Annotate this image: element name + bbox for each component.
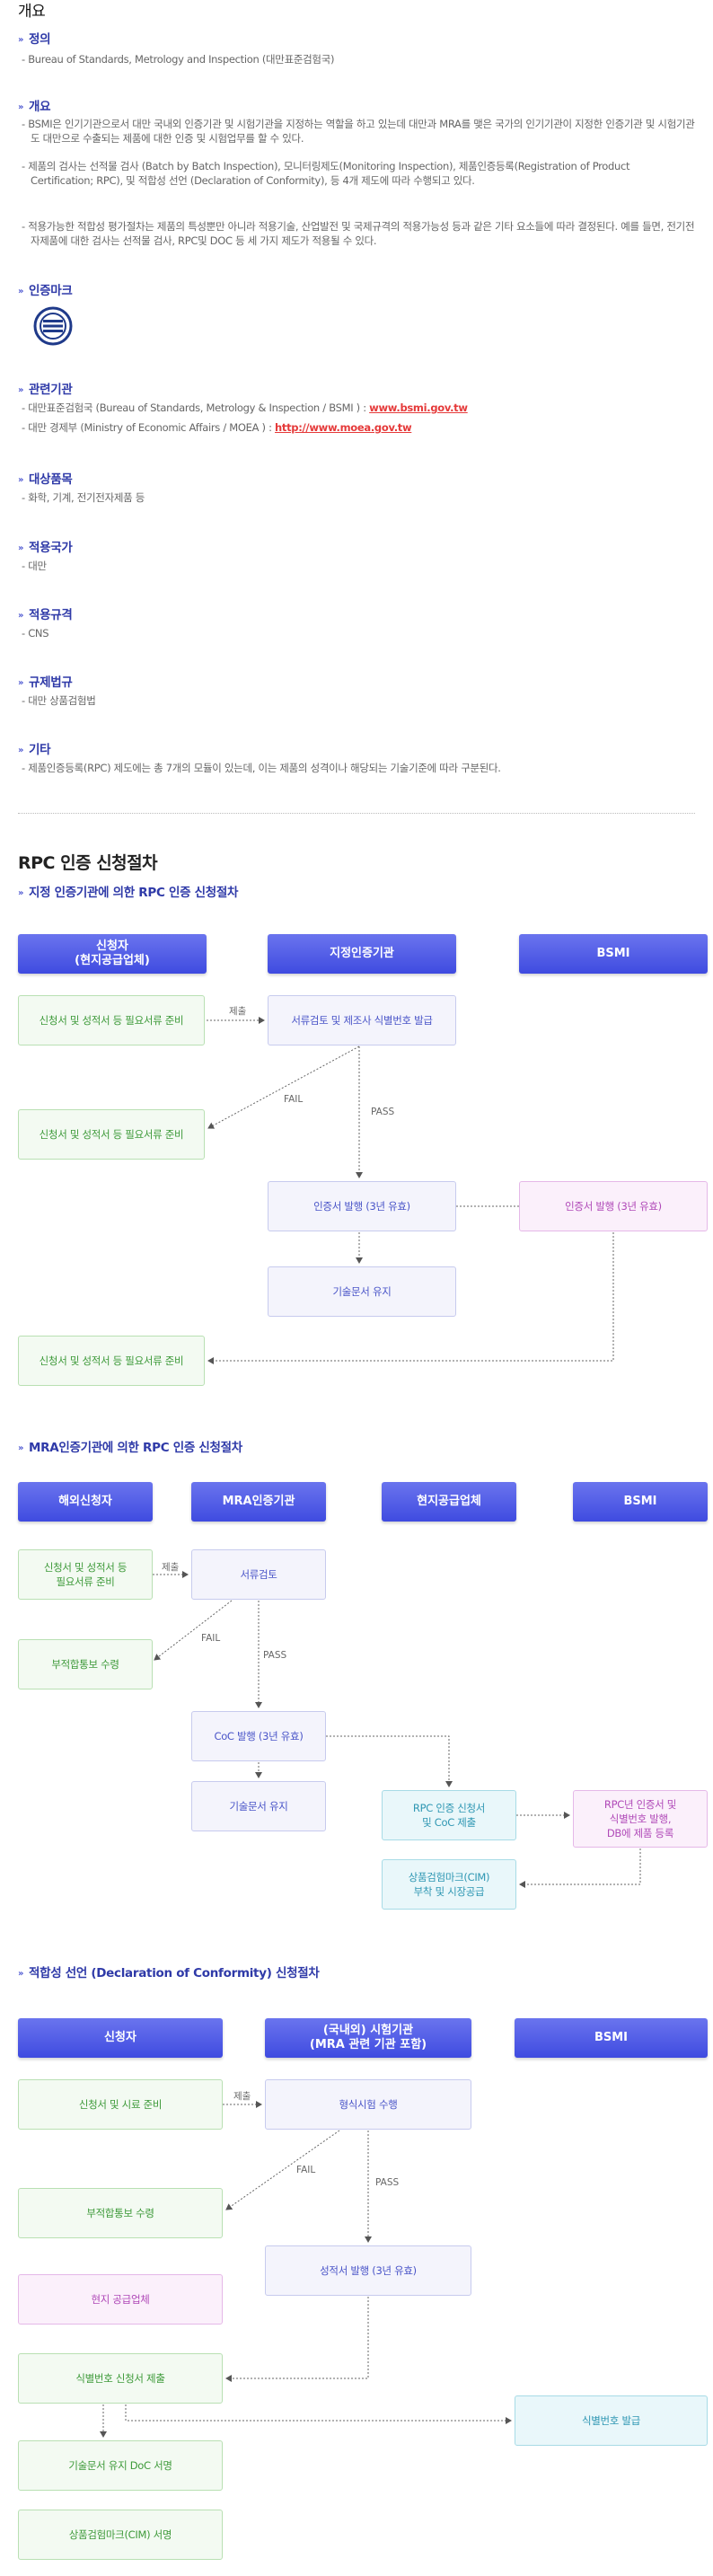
flow3-box-doc-sign: 기술문서 유지 DoC 서명	[18, 2440, 223, 2491]
flow1-label-pass: PASS	[371, 1107, 395, 1117]
flow1-header-designated-body: 지정인증기관	[268, 934, 456, 974]
flow1-header-applicant: 신청자 (현지공급업체)	[18, 934, 207, 974]
bsmi-website-link[interactable]: www.bsmi.gov.tw	[369, 401, 468, 414]
flow2-box-apply: 신청서 및 성적서 등 필요서류 준비	[18, 1549, 153, 1600]
flow1-header-bsmi: BSMI	[519, 934, 708, 974]
flow3-header-applicant: 신청자	[18, 2018, 223, 2058]
section-heading-overview: »개요	[18, 100, 51, 114]
section-heading-regulation: »규제법규	[18, 675, 73, 690]
section-heading-standard: »적용규격	[18, 608, 73, 622]
flow3-box-id-apply: 식별번호 신청서 제출	[18, 2353, 223, 2404]
arrow-icon	[225, 2130, 340, 2210]
section-heading-agencies: »관련기관	[18, 383, 73, 397]
country-line: - 대만	[22, 560, 47, 572]
flow3-box-report-issue: 성적서 발행 (3년 유효)	[265, 2245, 471, 2296]
overview-line-2: - 제품의 검사는 선적물 검사 (Batch by Batch Inspect…	[22, 160, 630, 187]
flow2-label-submit: 제출	[162, 1562, 180, 1573]
flow1-label-submit: 제출	[229, 1006, 247, 1017]
flow1-box-bsmi-cert-issue: 인증서 발행 (3년 유효)	[519, 1181, 708, 1231]
etc-line: - 제품인증등록(RPC) 제도에는 총 7개의 모듈이 있는데, 이는 제품의…	[22, 762, 501, 774]
flow1-box-apply-2: 신청서 및 성적서 등 필요서류 준비	[18, 1109, 205, 1160]
definition-line: - Bureau of Standards, Metrology and Ins…	[22, 53, 335, 66]
section-marker-icon: »	[18, 888, 24, 898]
flow2-heading: »MRA인증기관에 의한 RPC 인증 신청절차	[18, 1441, 242, 1455]
section-marker-icon: »	[18, 1969, 24, 1979]
moea-website-link[interactable]: http://www.moea.gov.tw	[275, 421, 412, 434]
flow1-box-cert-issue: 인증서 발행 (3년 유효)	[268, 1181, 456, 1231]
section-marker-icon: »	[18, 1443, 24, 1453]
flow2-box-nonconform: 부적합통보 수령	[18, 1639, 153, 1689]
regulation-line: - 대만 상품검험법	[22, 694, 96, 707]
page-title: 개요	[18, 3, 46, 21]
flow3-box-type-test: 형식시험 수행	[265, 2079, 471, 2130]
section-marker-icon: »	[18, 543, 24, 553]
section-heading-cert-mark: »인증마크	[18, 284, 73, 298]
agency-line-moea: - 대만 경제부 (Ministry of Economic Affairs /…	[22, 421, 412, 434]
agency-line-bsmi: - 대만표준검험국 (Bureau of Standards, Metrolog…	[22, 401, 468, 414]
flow2-header-local-supplier: 현지공급업체	[382, 1482, 516, 1522]
section-heading-products: »대상품목	[18, 472, 73, 487]
section-marker-icon: »	[18, 35, 24, 45]
arrow-icon	[125, 2404, 512, 2424]
flow2-box-review: 서류검토	[191, 1549, 326, 1600]
arrow-icon	[225, 2297, 369, 2382]
flow3-box-local-supplier: 현지 공급업체	[18, 2274, 223, 2325]
flow3-label-submit: 제출	[233, 2091, 251, 2102]
procedure-title: RPC 인증 신청절차	[18, 853, 158, 873]
section-marker-icon: »	[18, 385, 24, 395]
arrow-icon	[519, 1848, 641, 1888]
section-marker-icon: »	[18, 678, 24, 688]
section-divider	[18, 813, 695, 814]
arrow-icon	[154, 1600, 233, 1661]
flow2-box-coc-issue: CoC 발행 (3년 유효)	[191, 1711, 326, 1761]
arrow-icon	[207, 1232, 614, 1364]
flow3-box-id-issue: 식별번호 발급	[515, 2395, 708, 2446]
section-marker-icon: »	[18, 611, 24, 621]
flow3-label-fail: FAIL	[296, 2165, 316, 2175]
flow2-label-pass: PASS	[263, 1650, 287, 1661]
flow1-box-keep-docs: 기술문서 유지	[268, 1266, 456, 1317]
flow1-box-apply-1: 신청서 및 성적서 등 필요서류 준비	[18, 995, 205, 1045]
flow3-heading: »적합성 선언 (Declaration of Conformity) 신청절차	[18, 1966, 320, 1981]
flow1-box-apply-3: 신청서 및 성적서 등 필요서류 준비	[18, 1336, 205, 1386]
products-line: - 화학, 기계, 전기전자제품 등	[22, 491, 145, 504]
flow2-label-fail: FAIL	[201, 1633, 221, 1644]
flow1-heading: »지정 인증기관에 의한 RPC 인증 신청절차	[18, 886, 239, 900]
section-marker-icon: »	[18, 475, 24, 485]
flow2-box-rpc-apply: RPC 인증 신청서 및 CoC 제출	[382, 1790, 516, 1840]
flow3-box-apply: 신청서 및 시료 준비	[18, 2079, 223, 2130]
flow2-box-keep-docs: 기술문서 유지	[191, 1781, 326, 1831]
flow2-box-bsmi-issue: RPC년 인증서 및 식별번호 발행, DB에 제품 등록	[573, 1790, 708, 1848]
flow3-box-cim-sign: 상품검험마크(CIM) 서명	[18, 2510, 223, 2560]
section-marker-icon: »	[18, 102, 24, 112]
bsmi-logo-icon	[32, 305, 74, 347]
section-marker-icon: »	[18, 745, 24, 755]
flow1-label-fail: FAIL	[284, 1094, 304, 1105]
flow2-box-cim: 상품검험마크(CIM) 부착 및 시장공급	[382, 1859, 516, 1910]
flow2-header-overseas-applicant: 해외신청자	[18, 1482, 153, 1522]
standard-line: - CNS	[22, 627, 49, 640]
overview-line-1: - BSMI은 인기기관으로서 대만 국내외 인증기관 및 시험기관을 지정하는…	[22, 118, 695, 145]
flow1-box-review: 서류검토 및 제조사 식별번호 발급	[268, 995, 456, 1045]
flow3-label-pass: PASS	[375, 2177, 400, 2188]
section-heading-etc: »기타	[18, 743, 51, 757]
section-heading-country: »적용국가	[18, 541, 73, 555]
flow3-header-test-lab: (국내외) 시험기관 (MRA 관련 기관 포함)	[265, 2018, 471, 2058]
arrow-icon	[207, 1045, 360, 1129]
section-heading-definition: »정의	[18, 32, 51, 47]
section-marker-icon: »	[18, 287, 24, 296]
flow2-header-bsmi: BSMI	[573, 1482, 708, 1522]
flow2-header-mra-body: MRA인증기관	[191, 1482, 326, 1522]
flow3-box-nonconform: 부적합통보 수령	[18, 2188, 223, 2238]
arrow-icon	[326, 1735, 453, 1787]
flow3-header-bsmi: BSMI	[515, 2018, 708, 2058]
overview-line-3: - 적용가능한 적합성 평가절차는 제품의 특성뿐만 아니라 적용기술, 산업발…	[22, 220, 695, 247]
